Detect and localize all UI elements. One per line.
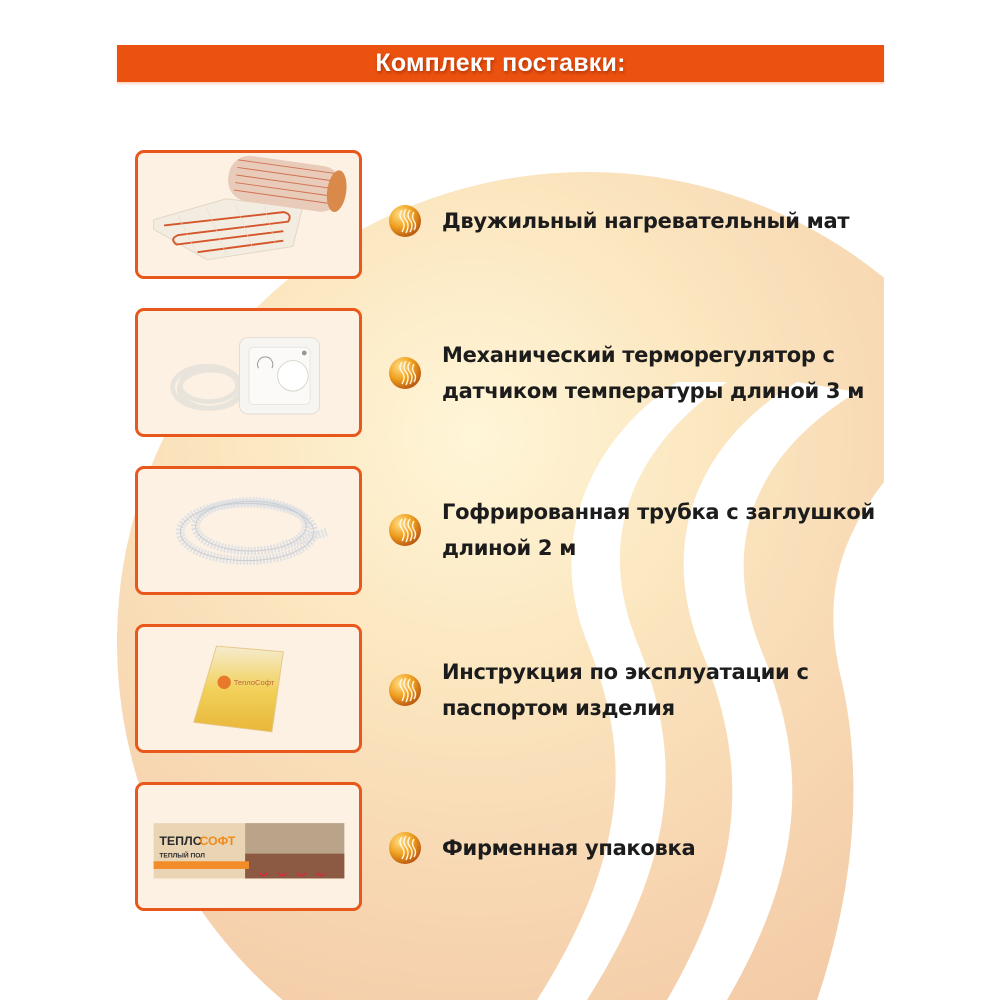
teplosoft-logo-icon <box>389 514 421 546</box>
list-item-thermostat: Механический терморегулятор с датчиком т… <box>388 337 864 409</box>
list-item-instruction-manual: Инструкция по эксплуатации с паспортом и… <box>388 654 809 726</box>
item-image-instruction-manual: ТеплоСофт <box>135 624 362 753</box>
teplosoft-logo-icon <box>389 357 421 389</box>
item-label-line: Гофрированная трубка с заглушкой <box>442 500 875 524</box>
item-label-line: Инструкция по эксплуатации с <box>442 660 809 684</box>
heating-mat-illustration <box>153 155 347 261</box>
teplosoft-logo-icon <box>389 205 421 237</box>
item-label-line: Фирменная упаковка <box>442 836 696 860</box>
package-brand-left: ТЕПЛО <box>159 834 202 848</box>
manual-illustration: ТеплоСофт <box>193 645 284 733</box>
item-image-heating-mat <box>135 150 362 279</box>
list-item-heating-mat: Двужильный нагревательный мат <box>388 203 850 239</box>
corrugated-tube-illustration <box>176 497 329 565</box>
package-illustration: ТЕПЛО СОФТ ТЕПЛЫЙ ПОЛ <box>153 823 345 879</box>
manual-brand-text: ТеплоСофт <box>234 678 275 687</box>
item-label-line: длиной 2 м <box>442 536 577 560</box>
item-label-line: паспортом изделия <box>442 696 675 720</box>
list-item-branded-package: Фирменная упаковка <box>388 830 696 866</box>
item-label-line: датчиком температуры длиной 3 м <box>442 379 865 403</box>
item-image-corrugated-tube <box>135 466 362 595</box>
package-brand-right: СОФТ <box>199 834 235 848</box>
item-label-line: Механический терморегулятор с <box>442 343 835 367</box>
item-image-thermostat <box>135 308 362 437</box>
teplosoft-logo-icon <box>389 674 421 706</box>
list-item-corrugated-tube: Гофрированная трубка с заглушкой длиной … <box>388 494 875 566</box>
item-image-branded-package: ТЕПЛО СОФТ ТЕПЛЫЙ ПОЛ <box>135 782 362 911</box>
item-label-line: Двужильный нагревательный мат <box>442 209 850 233</box>
thermostat-illustration <box>170 337 321 415</box>
header-banner: Комплект поставки: <box>117 45 884 82</box>
teplosoft-logo-icon <box>389 832 421 864</box>
package-subtitle: ТЕПЛЫЙ ПОЛ <box>159 850 205 859</box>
page-title: Комплект поставки: <box>375 49 626 77</box>
